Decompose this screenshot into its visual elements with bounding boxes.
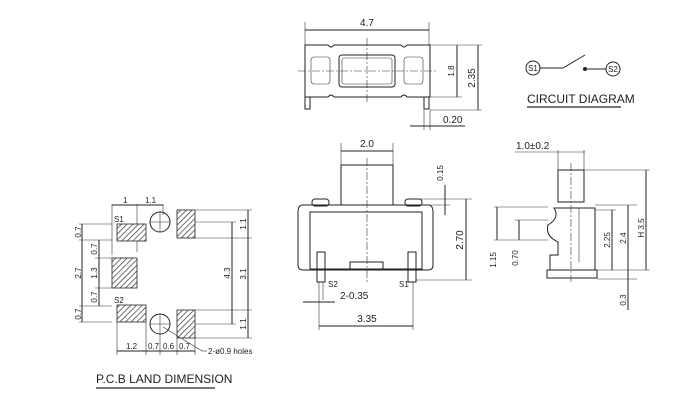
switch-body-front xyxy=(297,204,434,271)
pcb-dim-left-1: 0.7 xyxy=(74,226,83,238)
pcb-land-dimension: 1 1.1 S1 S2 0.7 2.7 0.7 0.7 1.3 0.7 4.3 … xyxy=(74,196,252,389)
side-view: 1.0±0.2 1.15 0.70 2.25 2.4 H 3.5 0.3 xyxy=(489,141,650,310)
terminal-s1-label: S1 xyxy=(528,64,538,73)
pcb-dim-right-span: 4.3 xyxy=(223,267,232,279)
pcb-dim-bottom-4: 0.7 xyxy=(179,342,191,351)
pcb-dim-right-2: 3.1 xyxy=(239,268,248,280)
pcb-dim-inner-2: 1.3 xyxy=(90,267,99,279)
pcb-dim-right-1: 1.1 xyxy=(239,218,248,230)
pcb-dim-left-2: 2.7 xyxy=(74,267,83,279)
front-height-label: 2.70 xyxy=(455,230,466,250)
dim-0-70: 0.70 xyxy=(511,250,520,266)
plunger-width-label: 2.0 xyxy=(360,139,374,150)
pad-right-bottom xyxy=(176,309,196,339)
dim-2-4: 2.4 xyxy=(619,232,628,244)
front-view: 2.0 0.15 2.70 S2 S1 2-0.35 3.35 xyxy=(297,139,472,330)
terminal-s2 xyxy=(605,61,621,77)
switch-body-side xyxy=(547,207,596,271)
pad-right-top xyxy=(176,209,196,239)
pcb-dim-bottom-2: 0.7 xyxy=(148,342,160,351)
dim-1-15: 1.15 xyxy=(489,252,498,268)
pin-s1-label: S1 xyxy=(399,280,409,289)
leg-width-label: 0.20 xyxy=(443,115,463,126)
side-plunger-width-label: 1.0±0.2 xyxy=(516,141,550,152)
top-view: 4.7 1.8 2.35 0.20 xyxy=(298,18,482,130)
pad-s1 xyxy=(116,223,147,242)
dim-h-3-5: H 3.5 xyxy=(637,218,646,238)
pin-width-label: 2-0.35 xyxy=(340,291,369,302)
pad-middle xyxy=(111,257,138,289)
pin-s2-label: S2 xyxy=(328,280,338,289)
top-height-label: 2.35 xyxy=(467,68,478,88)
pcb-title: P.C.B LAND DIMENSION xyxy=(96,372,232,386)
pcb-dim-bottom-1: 1.2 xyxy=(126,342,138,351)
circuit-diagram: S1 S2 CIRCUIT DIAGRAM xyxy=(525,54,635,108)
dim-0-3: 0.3 xyxy=(619,294,628,306)
pcb-dim-left-3: 0.7 xyxy=(74,308,83,320)
offset-label: 0.15 xyxy=(436,165,445,181)
holes-callout: 2-ø0.9 holes xyxy=(208,347,252,356)
pcb-dim-bottom-3: 0.6 xyxy=(163,342,175,351)
pcb-s2-label: S2 xyxy=(114,296,124,305)
pcb-dim-inner-3: 0.7 xyxy=(90,291,99,303)
pcb-dim-top-1: 1 xyxy=(123,196,128,205)
pad-s2 xyxy=(116,304,147,323)
pcb-dim-inner-1: 0.7 xyxy=(90,243,99,255)
top-inner-height-label: 1.8 xyxy=(447,65,456,77)
pcb-dim-top-2: 1.1 xyxy=(145,196,157,205)
pin-pitch-label: 3.35 xyxy=(357,314,377,325)
top-width-label: 4.7 xyxy=(360,18,374,29)
dim-2-25: 2.25 xyxy=(603,232,612,248)
terminal-s2-label: S2 xyxy=(608,65,618,74)
pcb-s1-label: S1 xyxy=(114,215,124,224)
circuit-diagram-title: CIRCUIT DIAGRAM xyxy=(527,92,635,106)
pcb-dim-right-3: 1.1 xyxy=(239,318,248,330)
